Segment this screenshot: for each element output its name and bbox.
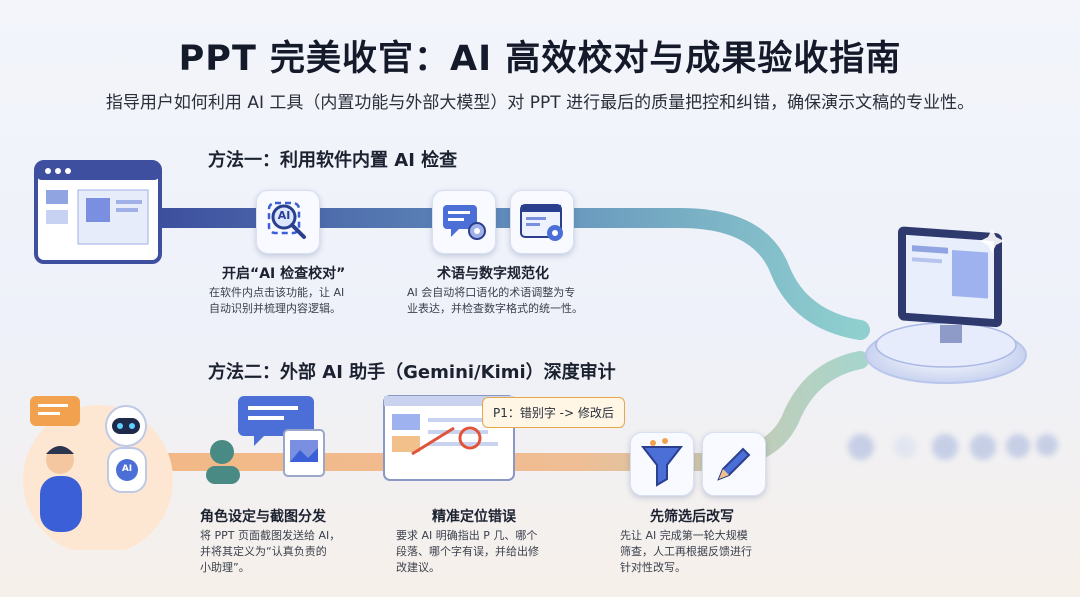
person-robot-icon: [23, 396, 173, 550]
error-callout: P1：错别字 -> 修改后: [482, 397, 625, 428]
m2-step1-title: 角色设定与截图分发: [200, 509, 326, 525]
m2-step2-desc: 要求 AI 明确指出 P 几、哪个段落、哪个字有误，并给出修改建议。: [396, 529, 539, 574]
blurred-mark: [848, 434, 874, 460]
method1-title: 方法一：利用软件内置 AI 检查: [208, 150, 458, 171]
doc-gear-icon: [510, 190, 574, 254]
m2-step2-title: 精准定位错误: [432, 509, 516, 525]
method2-title: 方法二：外部 AI 助手（Gemini/Kimi）深度审计: [208, 362, 616, 383]
page-subtitle: 指导用户如何利用 AI 工具（内置功能与外部大模型）对 PPT 进行最后的质量把…: [105, 93, 975, 113]
m1-step2-desc: AI 会自动将口语化的术语调整为专业表达，并检查数字格式的统一性。: [407, 286, 583, 315]
browser-window-icon: [34, 160, 162, 264]
m2-step3-title: 先筛选后改写: [650, 509, 734, 525]
m1-step2-title: 术语与数字规范化: [437, 266, 549, 282]
funnel-icon: [630, 432, 694, 496]
m2-step1-desc: 将 PPT 页面截图发送给 AI，并将其定义为“认真负责的小助理”。: [200, 529, 341, 574]
page-title: PPT 完美收官：AI 高效校对与成果验收指南: [178, 39, 902, 79]
m1-step1-title: 开启“AI 检查校对”: [222, 266, 346, 282]
blurred-mark: [970, 434, 996, 460]
pen-icon: [702, 432, 766, 496]
monitor-icon: [898, 226, 1004, 343]
chat-gear-icon: [432, 190, 496, 254]
person-image-icon: [206, 396, 325, 484]
blurred-mark: [1006, 434, 1030, 458]
m2-step3-desc: 先让 AI 完成第一轮大规模筛查，人工再根据反馈进行针对性改写。: [620, 529, 752, 574]
ai-magnifier-icon: AI: [256, 190, 320, 254]
blurred-mark: [932, 434, 958, 460]
slide-target-icon: [383, 395, 515, 481]
blurred-mark: [1036, 434, 1058, 456]
ai-icon-text: AI: [277, 209, 291, 222]
blurred-mark: [894, 436, 916, 458]
robot-ai-badge: AI: [121, 464, 133, 474]
